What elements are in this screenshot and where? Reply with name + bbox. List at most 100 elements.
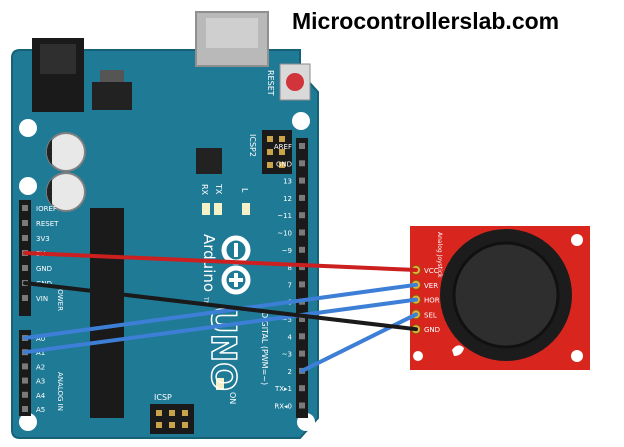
analog-pin-label: A4 xyxy=(36,392,46,400)
digital-pin xyxy=(299,143,305,149)
mount-hole xyxy=(571,350,583,362)
power-pin xyxy=(22,205,28,211)
digital-pin-label: ~11 xyxy=(277,212,292,220)
analog-pin xyxy=(22,406,28,412)
capacitor-band xyxy=(46,139,52,165)
icsp2-pins xyxy=(267,136,285,168)
digital-pin-label: 4 xyxy=(288,333,293,341)
digital-pin-label: ~9 xyxy=(282,247,292,255)
power-pin-label: VIN xyxy=(36,295,48,303)
joystick-pin-label: HOR xyxy=(424,297,440,305)
wire-vcc xyxy=(23,251,418,272)
voltage-regulator-tab xyxy=(100,70,124,82)
icsp2-pin xyxy=(267,149,273,155)
joystick-pin-label: VER xyxy=(424,282,438,290)
digital-pin-label: 7 xyxy=(288,281,292,289)
digital-pin xyxy=(299,281,305,288)
wire-sel xyxy=(300,312,418,373)
analog-pin-label: A5 xyxy=(36,406,45,414)
icsp-label: ICSP xyxy=(154,393,172,402)
mount-hole xyxy=(292,112,310,130)
watermark-text: Microcontrollerslab.com xyxy=(292,8,560,34)
power-pin-label: RESET xyxy=(36,220,59,228)
capacitor xyxy=(46,132,86,172)
l-label: L xyxy=(240,188,249,193)
digital-pin-label: AREF xyxy=(274,143,292,151)
digital-pin-label: ~10 xyxy=(277,230,292,238)
analog-pin-label: A2 xyxy=(36,363,45,371)
rx-label: RX xyxy=(200,184,209,196)
icsp2-pin xyxy=(279,162,285,168)
brand-label: Arduino xyxy=(200,234,218,292)
digital-pin-label: 12 xyxy=(283,195,292,203)
logo-ring-right xyxy=(221,265,251,295)
digital-pin-label: TX▸1 xyxy=(274,385,292,393)
logo-plus-h xyxy=(229,278,243,282)
joystick-pin-label: SEL xyxy=(424,311,437,319)
digital-pin-label: 8 xyxy=(288,264,292,272)
analog-pin xyxy=(22,377,28,384)
sparkfun-icon xyxy=(452,345,464,356)
usb-connector-inner xyxy=(206,18,258,48)
on-label: ON xyxy=(228,392,237,404)
tx-led xyxy=(202,203,210,215)
dc-power-jack-inner xyxy=(40,44,76,74)
digital-pin xyxy=(299,402,305,409)
digital-pin-label: GND xyxy=(276,160,292,168)
icsp2-pin xyxy=(279,136,285,142)
wires xyxy=(23,251,418,373)
icsp2-pin xyxy=(279,149,285,155)
analog-header xyxy=(19,330,31,416)
rx-led xyxy=(214,203,222,215)
icsp-pin xyxy=(182,410,188,416)
icsp-pin xyxy=(169,422,175,428)
analog-pin-label: A0 xyxy=(36,335,45,343)
icsp-pin xyxy=(182,422,188,428)
joystick-knob xyxy=(452,241,560,349)
digital-pin xyxy=(299,229,305,236)
usb-chip xyxy=(196,148,222,174)
logo-minus xyxy=(234,243,238,257)
power-header xyxy=(19,200,31,316)
icsp-pin xyxy=(156,410,162,416)
wire-ver xyxy=(23,282,418,340)
digital-pin-label: ~5 xyxy=(282,316,292,324)
digital-pin xyxy=(299,177,305,184)
digital-label: DIGITAL (PWM=~) xyxy=(260,312,269,385)
digital-pin-label: 13 xyxy=(283,178,292,186)
capacitor-band xyxy=(46,179,52,205)
icsp2-pin xyxy=(267,136,273,142)
digital-pin-label: RX◂0 xyxy=(274,403,292,411)
joystick-title: Analog Joystick xyxy=(436,232,443,278)
reset-label: RESET xyxy=(266,70,275,96)
mount-hole xyxy=(19,119,37,137)
trademark-label: TM xyxy=(202,296,209,306)
digital-pin xyxy=(299,246,305,253)
icsp-pin xyxy=(156,422,162,428)
icsp-header xyxy=(150,404,194,434)
digital-pin-label: 2 xyxy=(288,368,292,376)
reset-button-cap xyxy=(286,73,304,91)
power-pin xyxy=(22,265,28,271)
l-led xyxy=(242,203,250,215)
digital-pin xyxy=(299,316,305,322)
power-pin xyxy=(22,220,28,226)
analog-pin-label: A3 xyxy=(36,378,45,386)
mount-hole xyxy=(571,234,583,246)
analog-pin-label: A1 xyxy=(36,349,45,357)
digital-pin xyxy=(299,385,305,392)
digital-pin-label: ~3 xyxy=(282,351,292,359)
joystick-pin-label: VCC xyxy=(424,267,439,275)
wire-hor xyxy=(23,297,418,355)
voltage-regulator xyxy=(92,82,132,110)
digital-pin xyxy=(299,212,305,219)
power-pin xyxy=(22,295,28,301)
power-pin-label: 3V3 xyxy=(36,235,50,243)
analog-label: ANALOG IN xyxy=(56,372,64,411)
digital-pin xyxy=(299,264,305,271)
